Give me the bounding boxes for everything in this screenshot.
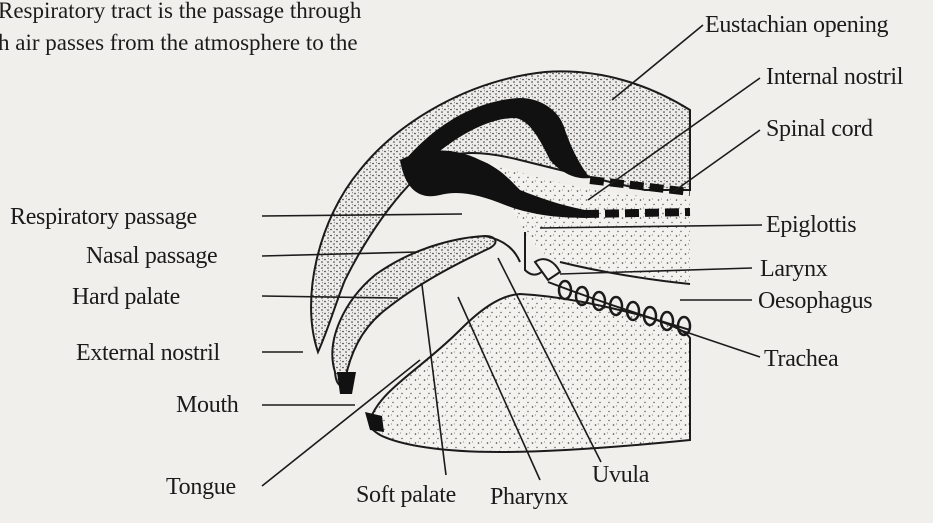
label-trachea: Trachea — [764, 346, 838, 372]
label-uvula: Uvula — [592, 462, 649, 488]
label-respiratory-passage: Respiratory passage — [10, 204, 197, 230]
larynx-shape — [535, 259, 560, 280]
label-tongue: Tongue — [166, 474, 236, 500]
label-hard-palate: Hard palate — [72, 284, 180, 310]
label-spinal-cord: Spinal cord — [766, 116, 873, 142]
label-epiglottis: Epiglottis — [766, 212, 856, 238]
external-nostril-tip — [337, 372, 356, 394]
label-internal-nostril: Internal nostril — [766, 64, 903, 90]
label-pharynx: Pharynx — [490, 484, 568, 510]
label-mouth: Mouth — [176, 392, 239, 418]
label-eustachian-opening: Eustachian opening — [705, 12, 888, 38]
label-nasal-passage: Nasal passage — [86, 243, 217, 269]
tongue-floor — [369, 294, 690, 452]
label-soft-palate: Soft palate — [356, 482, 456, 508]
label-external-nostril: External nostril — [76, 340, 220, 366]
label-oesophagus: Oesophagus — [758, 288, 872, 314]
label-larynx: Larynx — [760, 256, 828, 282]
